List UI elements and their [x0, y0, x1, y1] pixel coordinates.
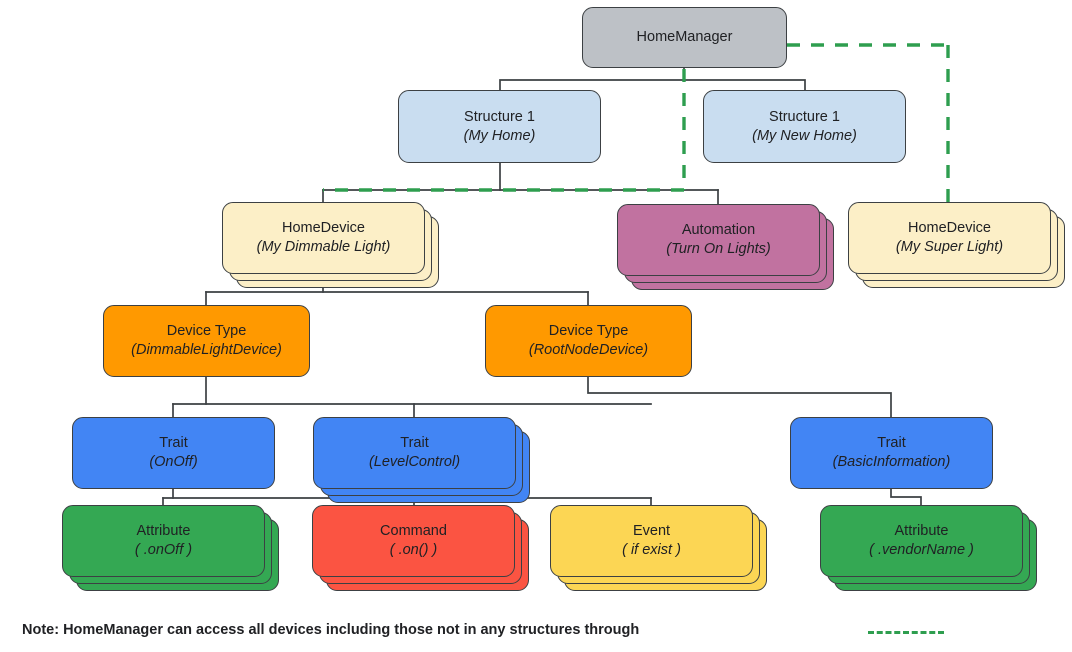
structure-my-home-node-label-secondary: (My Home) [463, 127, 536, 144]
structure-my-new-home-node[interactable]: Structure 1 (My New Home) [703, 90, 906, 163]
trait-levelcontrol-node[interactable]: Trait (LevelControl) [313, 417, 516, 489]
structure-my-home-node-label-primary: Structure 1 [464, 108, 535, 125]
attribute-vendorname-node[interactable]: Attribute ( .vendorName ) [820, 505, 1023, 577]
edge-homemanager-to-structures [499, 67, 685, 91]
attribute-onoff-node-label-secondary: ( .onOff ) [134, 542, 193, 558]
device-type-dimmablelightdevice-node-label-secondary: (DimmableLightDevice) [131, 342, 282, 358]
automation-turn-on-lights-node[interactable]: Automation (Turn On Lights) [617, 204, 820, 276]
device-type-rootnodedevice-node-label-primary: Device Type [548, 323, 629, 340]
trait-basicinformation-node-label-secondary: (BasicInformation) [832, 454, 951, 470]
footnote-text: Note: HomeManager can access all devices… [22, 622, 640, 638]
attribute-onoff-node-label-primary: Attribute [136, 523, 191, 540]
automation-turn-on-lights-node-label-primary: Automation [681, 222, 756, 239]
homedevice-my-super-light-node[interactable]: HomeDevice (My Super Light) [848, 202, 1051, 274]
attribute-onoff-node[interactable]: Attribute ( .onOff ) [62, 505, 265, 577]
home-manager-node-label-primary: HomeManager [636, 29, 733, 46]
device-type-dimmablelightdevice-node[interactable]: Device Type (DimmableLightDevice) [103, 305, 310, 377]
command-on-node-label-primary: Command [380, 523, 447, 540]
trait-levelcontrol-node-label-primary: Trait [400, 435, 429, 452]
home-manager-node[interactable]: HomeManager [582, 7, 787, 68]
homedevice-my-dimmable-light-node[interactable]: HomeDevice (My Dimmable Light) [222, 202, 425, 274]
trait-levelcontrol-node-label-secondary: (LevelControl) [368, 454, 461, 470]
trait-onoff-node-label-secondary: (OnOff) [149, 454, 198, 470]
event-if-exist-node-label-primary: Event [632, 523, 671, 540]
trait-basicinformation-node[interactable]: Trait (BasicInformation) [790, 417, 993, 489]
event-if-exist-node-label-secondary: ( if exist ) [622, 542, 681, 558]
structure-my-new-home-node-label-secondary: (My New Home) [752, 127, 857, 144]
device-type-rootnodedevice-node[interactable]: Device Type (RootNodeDevice) [485, 305, 692, 377]
attribute-vendorname-node-label-primary: Attribute [894, 523, 949, 540]
homedevice-my-super-light-node-label-primary: HomeDevice [908, 220, 991, 237]
trait-onoff-node-label-primary: Trait [159, 435, 188, 452]
edge-homemanager-to-structure-new-home [683, 79, 806, 91]
command-on-node-label-secondary: ( .on() ) [389, 542, 438, 558]
event-if-exist-node[interactable]: Event ( if exist ) [550, 505, 753, 577]
edge-trait-basic-to-attribute-vendorname [890, 488, 922, 506]
structure-my-new-home-node-label-primary: Structure 1 [769, 108, 840, 125]
homedevice-my-dimmable-light-node-label-primary: HomeDevice [282, 220, 365, 237]
homedevice-my-dimmable-light-node-label-secondary: (My Dimmable Light) [256, 239, 391, 255]
device-type-dimmablelightdevice-node-label-primary: Device Type [166, 323, 247, 340]
homedevice-my-super-light-node-label-secondary: (My Super Light) [895, 239, 1004, 255]
trait-onoff-node[interactable]: Trait (OnOff) [72, 417, 275, 489]
device-type-rootnodedevice-node-label-secondary: (RootNodeDevice) [528, 342, 649, 358]
edge-devicetype-rootnode-down [587, 376, 892, 418]
attribute-vendorname-node-label-secondary: ( .vendorName ) [869, 542, 974, 558]
command-on-node[interactable]: Command ( .on() ) [312, 505, 515, 577]
trait-basicinformation-node-label-primary: Trait [877, 435, 906, 452]
footnote-dashed-legend [868, 631, 944, 634]
structure-my-home-node[interactable]: Structure 1 (My Home) [398, 90, 601, 163]
automation-turn-on-lights-node-label-secondary: (Turn On Lights) [666, 241, 771, 257]
